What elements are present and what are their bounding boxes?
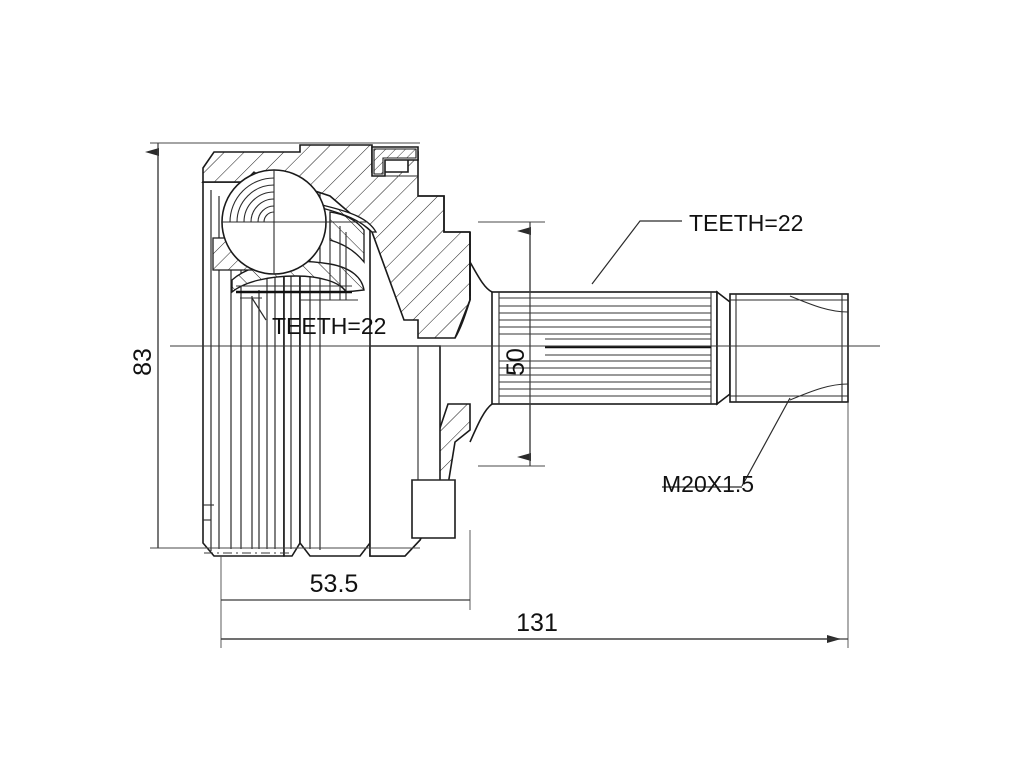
outer-race-housing bbox=[202, 144, 471, 557]
annotation-label-teeth-inner: TEETH=22 bbox=[272, 313, 386, 339]
dimension-label-83: 83 bbox=[129, 348, 157, 376]
dimension-length-131: 131 bbox=[221, 402, 849, 648]
threaded-stub bbox=[729, 293, 849, 403]
annotation-label-thread-spec: M20X1.5 bbox=[662, 471, 754, 497]
inner-race-upper-wedge bbox=[329, 211, 365, 264]
inner-spline-marks bbox=[236, 285, 358, 301]
ball-arc-group bbox=[229, 177, 275, 223]
housing-retainer-groove bbox=[373, 148, 417, 175]
annotation-label-teeth-shaft: TEETH=22 bbox=[689, 210, 803, 236]
ball-bearing-detail bbox=[221, 169, 368, 300]
dimension-diameter-50: 50 bbox=[478, 221, 545, 467]
annotation-teeth-inner: TEETH=22 bbox=[251, 297, 386, 339]
dimension-label-53-5: 53.5 bbox=[310, 570, 359, 598]
dimension-label-50: 50 bbox=[502, 348, 530, 376]
annotation-teeth-shaft: TEETH=22 bbox=[591, 210, 803, 285]
dimension-label-131: 131 bbox=[516, 609, 558, 637]
dimension-length-53-5: 53.5 bbox=[220, 530, 471, 648]
dimension-height-83: 83 bbox=[129, 142, 420, 549]
spline-line-group bbox=[499, 297, 711, 397]
annotation-thread-spec: M20X1.5 bbox=[662, 397, 791, 497]
